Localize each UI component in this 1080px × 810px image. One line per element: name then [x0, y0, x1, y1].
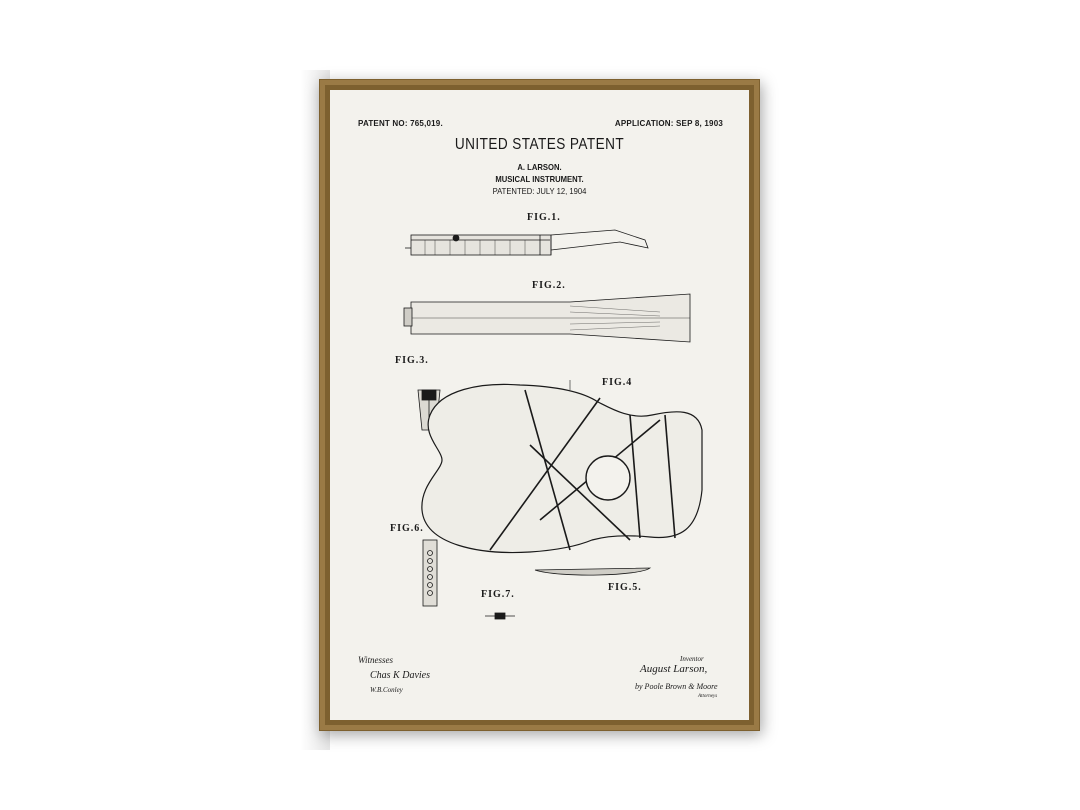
witnesses-label: Witnesses	[358, 655, 393, 665]
witness-signature-2: W.B.Conley	[370, 686, 403, 694]
patent-number: PATENT NO: 765,019.	[358, 119, 443, 128]
application-date: APPLICATION: SEP 8, 1903	[614, 119, 723, 128]
fig4-drawing	[421, 380, 703, 554]
fig4-label: FIG.4	[602, 377, 633, 388]
inventor-signature: August Larson,	[640, 663, 708, 675]
picture-frame: PATENT NO: 765,019. APPLICATION: SEP 8, …	[319, 79, 760, 731]
patent-subject: MUSICAL INSTRUMENT.	[495, 174, 584, 184]
fig2-drawing	[403, 293, 691, 343]
attorneys-signature: by Poole Brown & Moore	[635, 682, 718, 691]
fig5-drawing	[534, 567, 652, 576]
fig7-label: FIG.7.	[481, 589, 515, 600]
fig5-label: FIG.5.	[608, 582, 642, 593]
fig6-label: FIG.6.	[390, 523, 424, 534]
page-title: UNITED STATES PATENT	[454, 136, 625, 153]
fig3-label: FIG.3.	[395, 355, 429, 366]
inventor-name: A. LARSON.	[517, 162, 562, 172]
witness-signature-1: Chas K Davies	[370, 670, 430, 681]
patented-date: PATENTED: JULY 12, 1904	[492, 186, 587, 196]
fig2-label: FIG.2.	[532, 280, 566, 291]
attorneys-label: Attorneys	[698, 694, 718, 699]
patent-drawings	[403, 229, 703, 620]
fig1-label: FIG.1.	[527, 212, 561, 223]
inventor-label: Inventor	[680, 655, 704, 663]
frame-inner-edge: PATENT NO: 765,019. APPLICATION: SEP 8, …	[325, 85, 754, 725]
fig1-drawing	[405, 229, 649, 256]
fig6-drawing	[422, 539, 438, 607]
fig7-drawing	[485, 612, 515, 620]
patent-print: PATENT NO: 765,019. APPLICATION: SEP 8, …	[330, 90, 749, 720]
